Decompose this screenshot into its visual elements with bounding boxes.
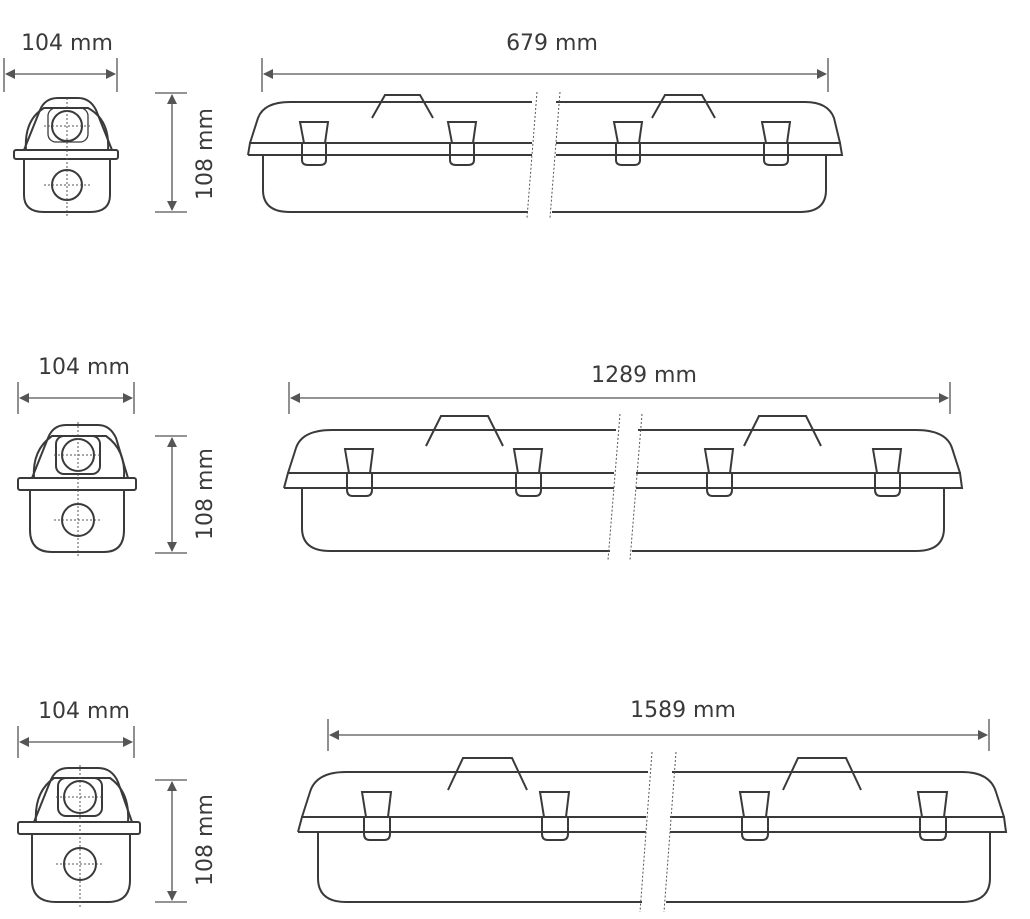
row-1: 104 mm 108 mm 679 mm xyxy=(3,31,844,219)
width-dimension-2: 104 mm xyxy=(17,355,135,414)
side-view-3 xyxy=(297,751,1008,913)
height-label-2: 108 mm xyxy=(193,448,218,540)
width-label-2: 104 mm xyxy=(38,355,130,380)
row-3: 104 mm 108 mm 1589 mm xyxy=(17,698,1008,913)
row-2: 104 mm 108 mm 1289 mm xyxy=(17,355,964,561)
width-label-1: 104 mm xyxy=(21,31,113,56)
length-label-3: 1589 mm xyxy=(630,698,736,723)
side-view-2 xyxy=(283,413,964,561)
width-label-3: 104 mm xyxy=(38,699,130,724)
height-dimension-1: 108 mm xyxy=(155,92,218,213)
end-view-1 xyxy=(13,97,119,218)
width-dimension-1: 104 mm xyxy=(3,31,118,92)
width-dimension-3: 104 mm xyxy=(17,699,135,758)
height-label-3: 108 mm xyxy=(193,794,218,886)
end-view-3 xyxy=(17,765,141,908)
side-view-1 xyxy=(247,91,844,219)
end-view-2 xyxy=(17,422,137,558)
height-dimension-3: 108 mm xyxy=(155,779,218,903)
height-label-1: 108 mm xyxy=(193,108,218,200)
length-label-1: 679 mm xyxy=(506,31,598,56)
height-dimension-2: 108 mm xyxy=(155,435,218,554)
length-dimension-2: 1289 mm xyxy=(288,363,951,414)
length-dimension-3: 1589 mm xyxy=(327,698,990,751)
length-dimension-1: 679 mm xyxy=(261,31,829,92)
length-label-2: 1289 mm xyxy=(591,363,697,388)
